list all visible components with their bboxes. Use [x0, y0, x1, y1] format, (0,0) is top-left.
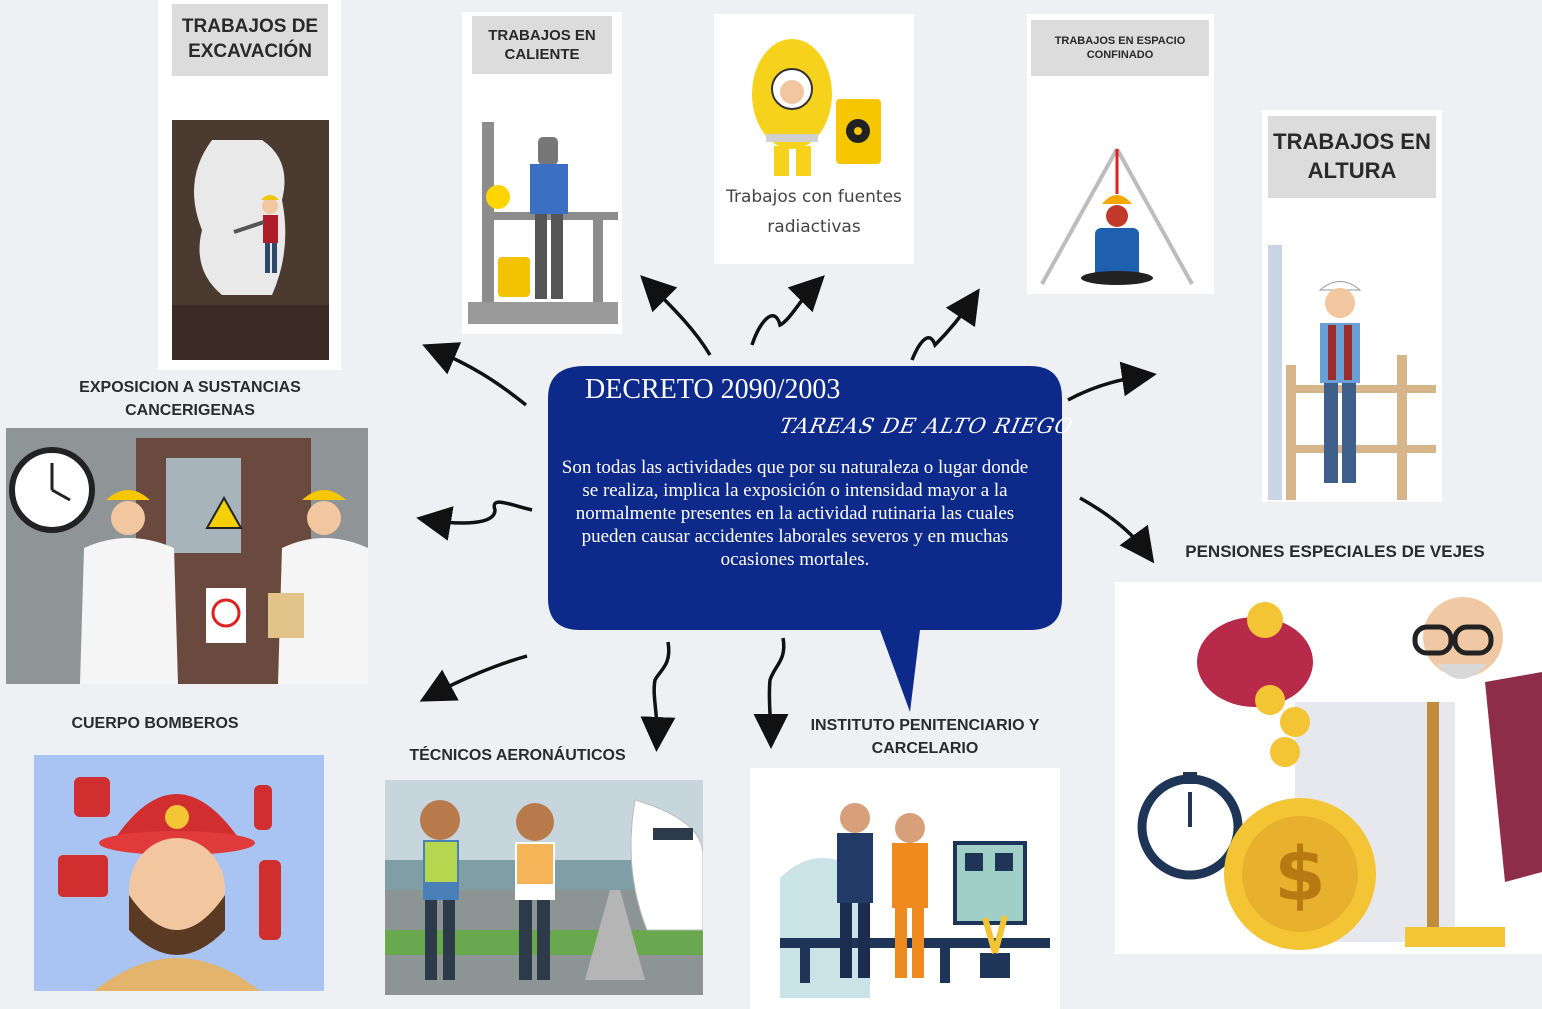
card-excavacion: TRABAJOS DE EXCAVACIÓN — [158, 0, 341, 370]
arrow-to-caliente — [640, 275, 712, 356]
card-aeronauticos-title: TÉCNICOS AERONÁUTICOS — [409, 747, 626, 764]
card-inpec-title: INSTITUTO PENITENCIARIO Y CARCELARIO — [810, 717, 1040, 758]
card-radiactivas-caption: Trabajos con fuentes radiactivas — [726, 187, 902, 237]
center-body: Son todas las actividades que por su nat… — [561, 457, 1029, 570]
excavation-worker-illustration — [172, 120, 329, 360]
prison-illustration — [780, 803, 1050, 998]
card-caliente: TRABAJOS EN CALIENTE — [462, 12, 622, 334]
card-excavacion-title: TRABAJOS DE EXCAVACIÓN — [172, 4, 328, 76]
arrow-to-aeronauticos — [640, 641, 676, 752]
center-subtitle: TAREAS DE ALTO RIEGO — [777, 414, 1076, 438]
welder-illustration — [468, 122, 618, 324]
aviation-technicians-illustration — [385, 780, 703, 995]
card-bomberos-title: CUERPO BOMBEROS — [71, 715, 239, 732]
arrow-to-altura — [1067, 361, 1157, 402]
card-altura-title: TRABAJOS EN ALTURA — [1268, 116, 1436, 198]
pension-illustration: $ — [1115, 582, 1542, 954]
arrow-to-bomberos — [419, 654, 528, 702]
card-caliente-title: TRABAJOS EN CALIENTE — [472, 16, 612, 74]
card-cancerigenas-title: EXPOSICION A SUSTANCIAS CANCERIGENAS — [79, 379, 301, 420]
card-confinado: TRABAJOS EN ESPACIO CONFINADO — [1027, 14, 1214, 294]
carcinogen-workers-illustration — [6, 428, 368, 684]
arrow-to-cancerigenas — [416, 500, 533, 541]
arrow-to-inpec — [753, 637, 789, 749]
arrow-to-radiactivas — [750, 275, 825, 346]
card-inpec — [750, 768, 1060, 1009]
dollar-icon: $ — [1274, 832, 1326, 918]
center-title: DECRETO 2090/2003 — [585, 374, 841, 405]
card-altura: TRABAJOS EN ALTURA — [1262, 110, 1442, 502]
card-pensiones-title: PENSIONES ESPECIALES DE VEJES — [1185, 542, 1485, 561]
height-worker-illustration — [1268, 245, 1436, 500]
radiation-suit-illustration — [752, 39, 881, 176]
card-radiactivas: Trabajos con fuentes radiactivas — [714, 14, 914, 264]
arrow-to-excavacion — [422, 342, 528, 407]
arrow-to-pensiones — [1079, 496, 1155, 564]
card-confinado-title: TRABAJOS EN ESPACIO CONFINADO — [1031, 20, 1209, 76]
firefighter-illustration — [34, 755, 324, 991]
confined-space-illustration — [1040, 148, 1194, 285]
arrow-to-confinado — [910, 288, 980, 361]
